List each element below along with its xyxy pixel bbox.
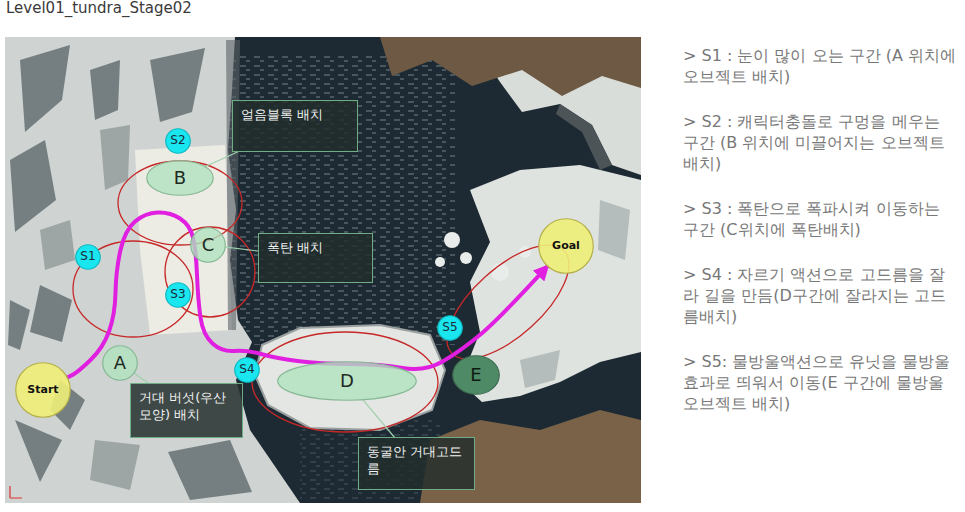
map-shape — [252, 332, 438, 432]
node-text: S2 — [170, 134, 185, 147]
stage-region-outline — [73, 161, 587, 432]
map-shape — [8, 45, 252, 500]
node-outline — [16, 363, 71, 418]
node-text: 동굴안 거대고드름 — [367, 443, 466, 477]
node-text: D — [340, 371, 354, 391]
node-outline — [539, 219, 594, 274]
map-shape — [118, 161, 242, 245]
stage-marker: S3 — [165, 282, 191, 308]
map-shape — [491, 263, 509, 281]
callout-box: 얼음블록 배치 — [232, 100, 358, 152]
endpoint-circle: Start — [15, 362, 71, 418]
node-outline — [166, 283, 191, 308]
terrain — [5, 37, 641, 503]
stage-note: > S4 : 자르기 액션으로 고드름을 잘라 길을 만듬(D구간에 잘라지는 … — [683, 264, 957, 327]
node-text: S5 — [442, 321, 457, 334]
node-outline — [235, 358, 260, 383]
stage-note: > S1 : 눈이 많이 오는 구간 (A 위치에 오브젝트 배치) — [683, 45, 957, 87]
node-text: S3 — [170, 288, 185, 301]
map-shape — [520, 200, 630, 388]
map-shape — [435, 257, 445, 267]
leader-line — [206, 152, 238, 166]
node-text: B — [174, 168, 186, 188]
leader-line — [363, 400, 394, 437]
node-text: E — [470, 365, 481, 385]
map-shape — [165, 227, 255, 317]
stage-marker: S2 — [165, 128, 191, 154]
map-shape — [556, 104, 612, 170]
zone-ellipse: D — [277, 361, 417, 401]
stage-marker: S1 — [75, 244, 101, 270]
zone-ellipse: E — [452, 355, 500, 395]
callout-box: 폭탄 배치 — [258, 233, 373, 283]
map-shape — [73, 241, 193, 337]
leader-line — [226, 247, 258, 251]
map-shape — [5, 37, 641, 503]
callout-box: 거대 버섯(우산모양) 배치 — [130, 383, 243, 438]
map-shape — [225, 55, 455, 345]
stage-notes: > S1 : 눈이 많이 오는 구간 (A 위치에 오브젝트 배치) > S2 :… — [683, 45, 957, 438]
zone-ellipse: C — [190, 227, 226, 263]
node-text: A — [114, 353, 126, 373]
map-shape — [10, 486, 22, 498]
stage-note: > S5: 물방울액션으로 유닛을 물방울효과로 띄워서 이동(E 구간에 물방… — [683, 351, 957, 414]
leader-line — [135, 374, 148, 384]
node-outline — [147, 161, 214, 196]
node-outline — [438, 316, 463, 341]
route-arrow — [68, 212, 547, 377]
node-outline — [103, 346, 138, 381]
node-outline — [191, 228, 226, 263]
map-title: Level01_tundra_Stage02 — [6, 0, 192, 17]
map-shape — [444, 232, 460, 248]
node-outline — [453, 356, 500, 395]
node-outline — [166, 129, 191, 154]
stage-marker: S5 — [437, 315, 463, 341]
stage-note: > S3 : 폭탄으로 폭파시켜 이동하는 구간 (C위치에 폭탄배치) — [683, 198, 957, 240]
map-shape — [40, 125, 140, 490]
node-text: 폭탄 배치 — [267, 239, 364, 256]
map-shape — [226, 40, 240, 330]
node-outline — [76, 245, 101, 270]
map-shape — [460, 252, 472, 264]
stage-marker: S4 — [234, 357, 260, 383]
stage-note: > S2 : 캐릭터충돌로 구멍을 메우는 구간 (B 위치에 미끌어지는 오브… — [683, 111, 957, 174]
callout-box: 동굴안 거대고드름 — [358, 437, 475, 490]
node-outline — [278, 362, 417, 401]
zone-ellipse: A — [102, 345, 138, 381]
map-shape — [380, 37, 641, 96]
node-text: Goal — [552, 240, 580, 252]
node-text: C — [202, 235, 215, 255]
node-text: 얼음블록 배치 — [241, 106, 349, 123]
node-text: S1 — [80, 250, 95, 263]
node-text: 거대 버섯(우산모양) 배치 — [139, 389, 234, 423]
node-text: Start — [27, 384, 58, 396]
node-text: S4 — [239, 363, 254, 376]
endpoint-circle: Goal — [538, 218, 594, 274]
zone-ellipse: B — [146, 160, 214, 196]
